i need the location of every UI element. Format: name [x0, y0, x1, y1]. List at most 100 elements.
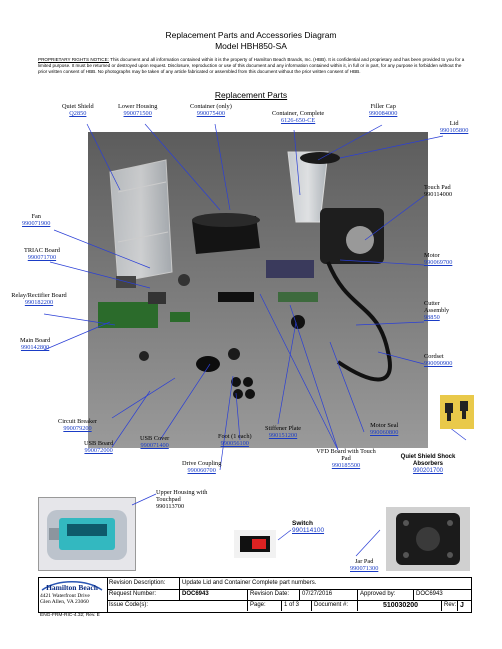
label-switch: Switch 990114100 [292, 520, 324, 534]
switch-illustration [240, 536, 270, 552]
form-code: ENG-FRM-RIC-4.32; Rev. E [40, 613, 100, 618]
label-usb-cover: USB Cover 990071400 [140, 435, 169, 449]
parts-photo [88, 132, 428, 448]
approved-by-label: Approved by: [357, 589, 413, 600]
shock-absorber-illustration [445, 401, 468, 421]
label-touch-pad: Touch Pad 990114000 [424, 184, 452, 198]
jar-pad-illustration [396, 513, 460, 565]
label-usb-board: USB Board 990072000 [84, 440, 113, 454]
part-number[interactable]: 990090900 [424, 360, 453, 367]
label-container-only: Container (only) 990075400 [190, 103, 232, 117]
switch-photo [234, 530, 276, 558]
model-title: Model HBH850-SA [215, 41, 287, 51]
part-number[interactable]: 990079200 [63, 425, 92, 432]
part-number[interactable]: 990084000 [369, 110, 398, 117]
part-name: Upper Housing with Touchpad [156, 489, 208, 503]
part-number[interactable]: 990142800 [20, 344, 50, 351]
label-cordset: Cordset 990090900 [424, 353, 452, 367]
revision-date: 07/27/2016 [299, 589, 357, 600]
shock-absorber-photo [440, 395, 474, 429]
label-triac-board: TRIAC Board 990071700 [24, 247, 60, 261]
label-fan: Fan 990071900 [22, 213, 50, 227]
part-name: Touch Pad [424, 184, 451, 191]
parts-photo-illustration [88, 132, 428, 448]
jar-pad-photo [386, 507, 470, 571]
label-stiffener-plate: Stiffener Plate 990151200 [265, 425, 301, 439]
label-lid: Lid 990105800 [440, 120, 468, 134]
part-name: USB Cover [140, 435, 170, 442]
label-quiet-shield: Quiet Shield Q2850 [62, 103, 94, 117]
upper-housing-illustration [47, 510, 127, 560]
page-label: Page: [247, 600, 281, 611]
part-number[interactable]: 990105800 [440, 127, 469, 134]
part-number[interactable]: 990201700 [412, 468, 444, 474]
part-number[interactable]: 990071300 [350, 565, 379, 572]
part-name: USB Board [84, 440, 114, 447]
label-main-board: Main Board 990142800 [20, 337, 50, 351]
address-line1: 4421 Waterfront Drive [40, 593, 90, 599]
part-name: Motor Seal [370, 422, 399, 429]
label-jar-pad: Jar Pad 990071300 [350, 558, 378, 572]
part-name: Main Board [20, 337, 51, 344]
part-number[interactable]: 990151200 [268, 432, 298, 439]
part-name: Filler Cap [370, 103, 396, 110]
part-name: Motor [424, 252, 440, 259]
label-cutter-assembly: Cutter Assembly 98850 [424, 300, 460, 321]
request-number-label: Request Number: [109, 591, 157, 597]
part-number[interactable]: 990182200 [24, 299, 54, 306]
revision-description-label: Revision Description: [109, 580, 166, 586]
company-name: Hamilton Beach [46, 583, 99, 592]
label-filler-cap: Filler Cap 990084000 [369, 103, 397, 117]
part-name: Switch [292, 520, 313, 527]
hamilton-beach-logo-mark: Hamilton Beach [41, 581, 103, 592]
proprietary-notice: PROPRIETARY RIGHTS NOTICE: This document… [38, 57, 468, 75]
part-number[interactable]: 990071500 [123, 110, 152, 117]
part-number: 990113700 [156, 503, 185, 510]
label-quiet-shield-shock-absorbers: Quiet Shield Shock Absorbers 990201700 [388, 454, 468, 475]
document-number: 510030200 [357, 600, 441, 611]
part-name: Jar Pad [354, 558, 374, 565]
part-number[interactable]: 98850 [424, 314, 440, 321]
part-name: Lid [449, 120, 459, 127]
part-name: Stiffener Plate [265, 425, 302, 432]
page-value: 1 of 3 [281, 600, 311, 611]
part-name: Drive Coupling [182, 460, 222, 467]
part-number[interactable]: 990056100 [220, 440, 249, 447]
label-motor: Motor 990069700 [424, 252, 452, 266]
part-number[interactable]: 6126-650-CE [280, 117, 316, 124]
part-number[interactable]: 990071700 [27, 254, 57, 261]
label-drive-coupling: Drive Coupling 990060700 [182, 460, 221, 474]
rev-value: J [457, 600, 471, 611]
approved-by: DOC6943 [413, 589, 471, 600]
label-motor-seal: Motor Seal 990060800 [370, 422, 398, 436]
part-number[interactable]: 990069700 [424, 259, 453, 266]
proprietary-text: This document and all information contai… [38, 57, 465, 75]
part-number: 990114000 [424, 191, 453, 198]
part-number[interactable]: 990071400 [140, 442, 169, 449]
part-number[interactable]: 990060800 [370, 429, 399, 436]
part-name: Quiet Shield Shock Absorbers [400, 454, 456, 467]
part-name: Lower Housing [118, 103, 158, 110]
part-number[interactable]: 990075400 [196, 110, 226, 117]
part-number[interactable]: 990072000 [84, 447, 113, 454]
label-container-complete: Container, Complete 6126-650-CE [272, 110, 324, 124]
document-label: Document #: [311, 600, 357, 611]
part-name: VFD Board with Touch Pad [316, 448, 376, 462]
part-name: Foot (1 each) [218, 433, 252, 440]
address-line2: Glen Allen, VA 23060 [40, 599, 89, 605]
page-title: Replacement Parts and Accessories Diagra… [165, 30, 337, 40]
part-number[interactable]: 990060700 [187, 467, 216, 474]
part-name: TRIAC Board [24, 247, 60, 254]
part-name: Quiet Shield [62, 103, 94, 110]
part-number[interactable]: Q2850 [69, 110, 87, 117]
part-number[interactable]: 990114100 [292, 527, 325, 534]
part-number[interactable]: 990185500 [331, 462, 361, 469]
part-number[interactable]: 990071900 [22, 220, 51, 227]
rev-label: Rev: [441, 600, 457, 611]
part-name: Relay/Rectifier Board [11, 292, 67, 299]
proprietary-label: PROPRIETARY RIGHTS NOTICE: [38, 57, 109, 62]
label-circuit-breaker: Circuit Breaker 990079200 [58, 418, 97, 432]
part-name: Cordset [424, 353, 444, 360]
